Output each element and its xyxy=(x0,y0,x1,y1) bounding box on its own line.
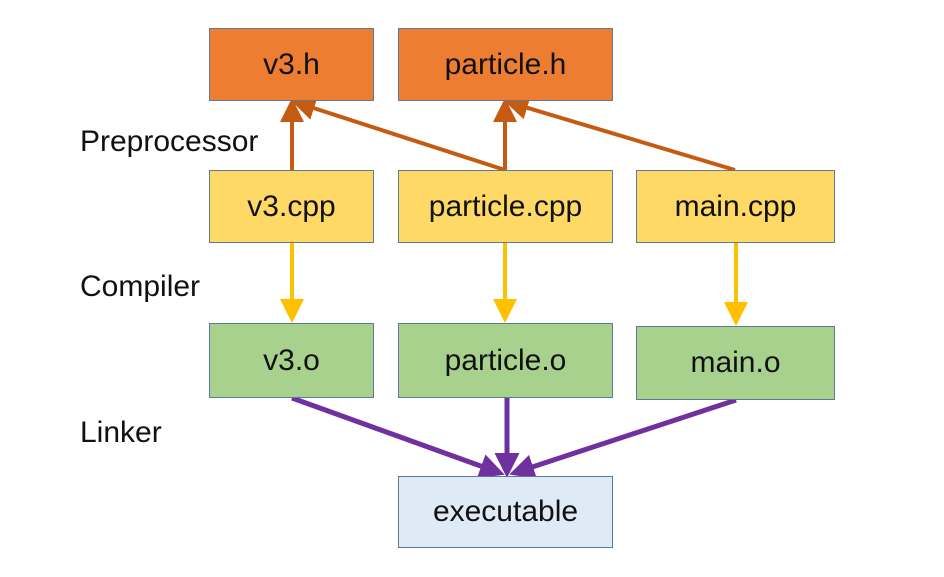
node-main-cpp: main.cpp xyxy=(636,170,835,243)
arrow-particlecpp-to-v3h xyxy=(291,96,506,172)
node-particle-h: particle.h xyxy=(398,28,613,101)
node-v3-cpp: v3.cpp xyxy=(209,170,374,243)
node-v3-h: v3.h xyxy=(209,28,374,101)
stage-label-compiler: Compiler xyxy=(80,270,201,303)
arrow-maino-to-executable xyxy=(509,397,737,479)
node-v3-o: v3.o xyxy=(209,323,374,398)
node-particle-o: particle.o xyxy=(398,323,613,398)
stage-label-preprocessor: Preprocessor xyxy=(80,125,259,158)
stage-label-linker: Linker xyxy=(80,416,162,449)
node-particle-cpp: particle.cpp xyxy=(398,170,613,243)
arrow-v3o-to-executable xyxy=(291,395,505,478)
arrow-maincpp-to-particleh xyxy=(504,96,736,172)
node-executable: executable xyxy=(398,476,613,548)
node-main-o: main.o xyxy=(636,326,835,400)
